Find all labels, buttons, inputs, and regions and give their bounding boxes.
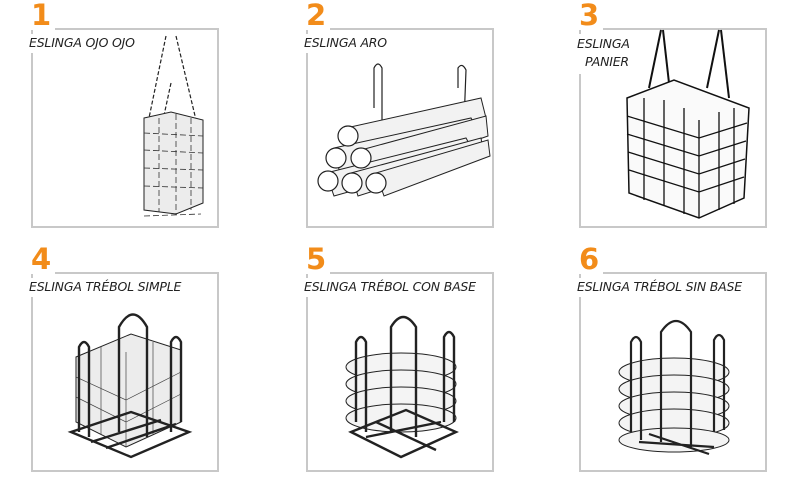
panel-frame <box>31 272 219 472</box>
panel-title-line2: PANIER <box>585 54 629 69</box>
aro-sling-illustration <box>317 63 491 197</box>
panel-frame <box>579 28 767 228</box>
panel-frame <box>306 28 494 228</box>
panel-eslinga-trebol-simple: 4 ESLINGA TRÉBOL SIMPLE <box>29 244 219 472</box>
panel-number: 1 <box>31 0 56 30</box>
trebol-con-base-sling-illustration <box>345 315 459 459</box>
panel-eslinga-aro: 2 ESLINGA ARO <box>304 0 494 228</box>
panel-eslinga-panier: 3 ESLINGA PANIER <box>577 0 767 228</box>
ojo-ojo-sling-illustration <box>143 35 204 217</box>
panel-title: ESLINGA ARO <box>304 34 390 53</box>
panel-title: ESLINGA TRÉBOL SIMPLE <box>29 278 185 297</box>
panel-title-line1: ESLINGA <box>577 36 630 51</box>
panel-eslinga-trebol-sin-base: 6 ESLINGA TRÉBOL SIN BASE <box>577 244 767 472</box>
panel-title: ESLINGA PANIER <box>577 34 633 74</box>
panel-frame <box>306 272 494 472</box>
trebol-sin-base-sling-illustration <box>618 319 730 456</box>
trebol-simple-sling-illustration <box>67 313 193 459</box>
panier-sling-illustration <box>626 29 750 219</box>
panel-title: ESLINGA OJO OJO <box>29 34 138 53</box>
panel-number: 2 <box>306 0 331 30</box>
panel-title: ESLINGA TRÉBOL CON BASE <box>304 278 479 297</box>
panel-title: ESLINGA TRÉBOL SIN BASE <box>577 278 745 297</box>
panel-number: 4 <box>31 244 56 274</box>
panel-eslinga-ojo-ojo: 1 ESLINGA OJO OJO <box>29 0 219 228</box>
panel-frame <box>579 272 767 472</box>
panel-eslinga-trebol-con-base: 5 ESLINGA TRÉBOL CON BASE <box>304 244 494 472</box>
panel-number: 5 <box>306 244 331 274</box>
panel-frame <box>31 28 219 228</box>
panel-number: 3 <box>579 0 604 30</box>
panel-number: 6 <box>579 244 604 274</box>
